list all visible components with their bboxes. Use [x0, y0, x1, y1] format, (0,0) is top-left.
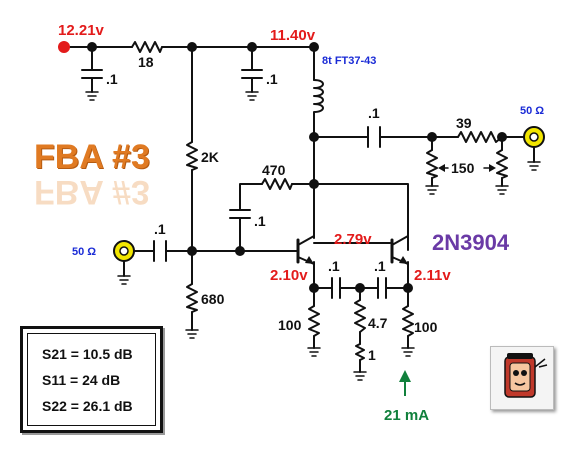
inductor	[313, 79, 324, 115]
label-c-emitter-left: .1	[328, 258, 340, 274]
output-port-label: 50 Ω	[520, 105, 544, 117]
label-r-supply: 18	[138, 54, 154, 70]
emitter-left-voltage: 2.10v	[270, 267, 308, 284]
label-c-input: .1	[154, 221, 166, 237]
capacitor-feedback	[229, 209, 251, 219]
current-arrow-icon	[399, 370, 411, 396]
capacitor-supply-left	[81, 69, 103, 79]
capacitor-emitter-right	[377, 277, 387, 299]
collector-voltage: 11.40v	[270, 27, 316, 44]
resistor-pot-left	[426, 149, 438, 179]
capacitor-output	[367, 126, 381, 148]
label-r-feedback: 470	[262, 162, 286, 178]
label-c-supply-left: .1	[106, 71, 118, 87]
title-block: FBA #3 FBA #3	[34, 138, 174, 218]
label-r-emitter-mid: 4.7	[368, 315, 388, 331]
label-c-feedback: .1	[254, 213, 266, 229]
label-c-supply-right: .1	[266, 71, 278, 87]
label-r-emitter-right: 100	[414, 319, 438, 335]
label-c-emitter-right: .1	[374, 258, 386, 274]
resistor-39	[457, 131, 503, 143]
capacitor-emitter-left	[331, 277, 341, 299]
label-r-bias-bottom: 680	[201, 291, 225, 307]
spec-inner-border: S21 = 10.5 dB S11 = 24 dB S22 = 26.1 dB	[27, 333, 156, 426]
capacitor-supply-right	[241, 69, 263, 79]
resistor-100-left	[308, 305, 320, 337]
resistor-1	[355, 343, 365, 361]
spec-s21: S21 = 10.5 dB	[42, 346, 133, 362]
resistor-18	[131, 41, 163, 53]
supply-voltage: 12.21v	[58, 22, 105, 39]
transistor-part-number: 2N3904	[432, 230, 510, 255]
capacitor-input	[153, 240, 167, 262]
emitter-right-voltage: 2.11v	[414, 267, 451, 284]
output-port-icon	[523, 126, 545, 148]
title: FBA #3	[34, 138, 150, 176]
resistor-470	[261, 178, 293, 190]
label-r-bias-top: 2K	[201, 149, 219, 165]
label-r-output: 39	[456, 115, 472, 131]
label-r-pot: 150	[451, 160, 475, 176]
resistor-2k	[186, 141, 198, 171]
label-c-output: .1	[368, 105, 380, 121]
pot-arrow	[438, 164, 496, 172]
spec-box: S21 = 10.5 dB S11 = 24 dB S22 = 26.1 dB	[20, 326, 163, 433]
label-r-emitter-mid-low: 1	[368, 347, 376, 363]
resistor-pot-right	[496, 149, 508, 179]
inductor-label: 8t FT37-43	[322, 55, 376, 67]
junction-dots	[87, 42, 507, 293]
current-label: 21 mA	[384, 407, 429, 424]
spec-s11: S11 = 24 dB	[42, 372, 121, 388]
base-voltage: 2.79v	[334, 231, 372, 248]
title-reflection: FBA #3	[34, 173, 150, 211]
resistor-100-right	[402, 305, 414, 337]
resistor-680	[186, 283, 198, 313]
resistor-4.7	[354, 299, 366, 333]
input-port-label: 50 Ω	[72, 246, 96, 258]
ground-icon	[85, 91, 541, 381]
input-port-icon	[113, 240, 135, 262]
transistor-left	[296, 235, 315, 265]
supply-terminal-icon	[58, 41, 70, 53]
transistor-right	[390, 235, 409, 265]
logo-icon	[490, 346, 554, 410]
label-r-emitter-left: 100	[278, 317, 302, 333]
spec-s22: S22 = 26.1 dB	[42, 398, 133, 414]
